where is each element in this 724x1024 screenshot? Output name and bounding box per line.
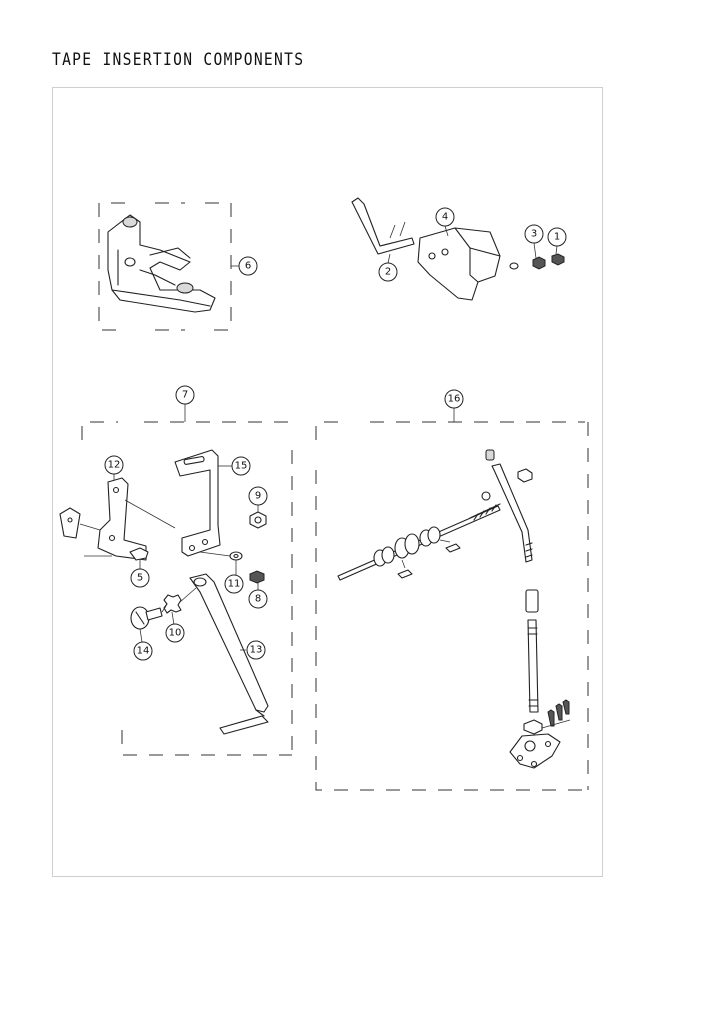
callout-16: 16 — [444, 389, 464, 409]
star-washer-part — [163, 594, 182, 614]
svg-text:13: 13 — [250, 645, 263, 656]
svg-text:6: 6 — [245, 261, 251, 272]
washer-part — [509, 262, 519, 270]
vertical-post-part — [485, 449, 571, 769]
hex-nut-part — [249, 511, 267, 529]
callout-5: 5 — [130, 568, 150, 588]
nut-part — [532, 256, 546, 270]
callout-11: 11 — [224, 574, 244, 594]
callout-9: 9 — [248, 486, 268, 506]
leader-axis-14 — [161, 605, 167, 613]
callout-8: 8 — [248, 589, 268, 609]
rod-assembly-part — [337, 491, 501, 581]
svg-text:9: 9 — [255, 491, 261, 502]
screw-part — [551, 253, 565, 266]
svg-text:5: 5 — [137, 573, 143, 584]
group-7-bracket — [81, 404, 294, 760]
callout-13: 13 — [246, 640, 266, 660]
callout-6: 6 — [238, 256, 258, 276]
leader-3 — [533, 242, 537, 259]
guide-rod-part — [351, 197, 415, 255]
tape-guide-cover-part — [417, 227, 501, 301]
svg-text:1: 1 — [554, 232, 560, 243]
callout-3: 3 — [524, 224, 544, 244]
svg-text:15: 15 — [235, 461, 248, 472]
svg-text:16: 16 — [448, 394, 461, 405]
callout-14: 14 — [133, 641, 153, 661]
group-6-bracket — [98, 202, 232, 331]
leader-1 — [555, 245, 558, 255]
small-screw-part — [129, 547, 149, 561]
callout-1: 1 — [547, 227, 567, 247]
mounting-plate-part — [59, 477, 176, 561]
leader-14 — [139, 628, 143, 643]
thumb-screw-part — [130, 606, 163, 630]
diagram-frame — [52, 87, 603, 877]
callout-2: 2 — [378, 262, 398, 282]
l-bracket-part — [174, 449, 221, 557]
lever-arm-part — [189, 573, 269, 735]
callout-15: 15 — [231, 456, 251, 476]
leader-2 — [387, 253, 391, 264]
flat-washer-part — [229, 551, 243, 561]
callout-4: 4 — [435, 207, 455, 227]
svg-text:10: 10 — [169, 628, 182, 639]
svg-text:8: 8 — [255, 594, 261, 605]
leader-10 — [171, 611, 175, 626]
svg-text:11: 11 — [228, 579, 241, 590]
leader-4 — [444, 225, 449, 237]
bolt-part — [249, 570, 265, 584]
svg-text:3: 3 — [531, 229, 537, 240]
leader-axis — [199, 551, 231, 557]
svg-text:7: 7 — [182, 390, 188, 401]
callout-10: 10 — [165, 623, 185, 643]
page-title: TAPE INSERTION COMPONENTS — [52, 50, 305, 70]
presser-foot-part — [107, 214, 216, 313]
callout-12: 12 — [104, 455, 124, 475]
svg-text:12: 12 — [108, 460, 121, 471]
group-16-bracket — [315, 408, 589, 791]
svg-text:2: 2 — [385, 267, 391, 278]
leader-axis-10 — [179, 587, 197, 603]
svg-text:14: 14 — [137, 646, 150, 657]
callout-7: 7 — [175, 385, 195, 405]
svg-text:4: 4 — [442, 212, 448, 223]
